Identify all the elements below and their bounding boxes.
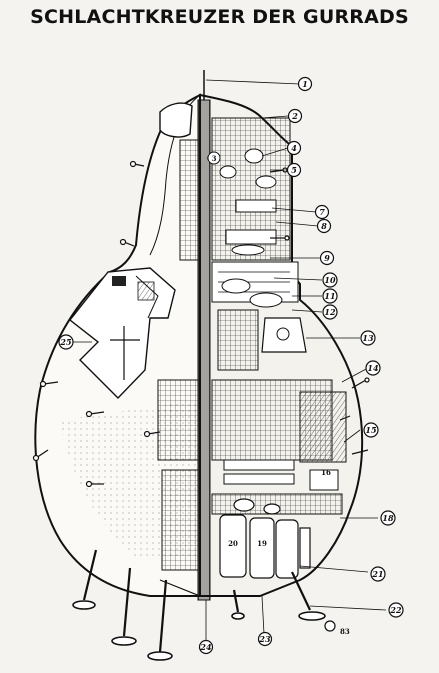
callout-label: 7 xyxy=(319,207,325,217)
callout-label: 23 xyxy=(258,634,271,644)
callout-label: 9 xyxy=(324,253,330,263)
callout-circle xyxy=(314,204,330,220)
callout-circle xyxy=(360,330,376,346)
callout-label: 13 xyxy=(362,333,374,343)
callout-circle xyxy=(370,566,386,582)
page-number: 83 xyxy=(340,627,350,636)
callout-label: 4 xyxy=(291,143,297,153)
callout-label: 12 xyxy=(324,307,336,317)
callout-label: 3 xyxy=(212,154,217,163)
callout-circle xyxy=(319,250,335,266)
callout-circle xyxy=(365,360,381,376)
callout-label: 22 xyxy=(389,605,402,615)
hull-band xyxy=(69,267,176,399)
callout-circle xyxy=(286,162,302,178)
callout-label: 20 xyxy=(228,539,238,548)
callout-label: 8 xyxy=(321,221,327,231)
callout-label: 1 xyxy=(302,79,308,89)
callout-label: 5 xyxy=(291,165,297,175)
interior-cutaway xyxy=(157,93,364,601)
callout-circle xyxy=(257,631,273,647)
callout-circle xyxy=(363,422,379,438)
callout-circle xyxy=(297,76,313,92)
callout-labels: 1 2 3 4 5 7 8 9 10 11 12 13 14 15 16 18 … xyxy=(59,79,402,652)
callout-circle xyxy=(380,510,396,526)
callout-label: 16 xyxy=(321,468,331,477)
callout-markers xyxy=(58,76,404,655)
diagram-title: SCHLACHTKREUZER DER GURRADS xyxy=(30,6,409,28)
landing-feet xyxy=(72,600,326,661)
hull-weapons xyxy=(32,160,370,488)
callout-circle xyxy=(198,639,214,655)
leader-lines xyxy=(70,79,387,642)
callout-label: 2 xyxy=(291,111,298,121)
callout-label: 25 xyxy=(59,337,72,347)
callout-label: 10 xyxy=(324,275,336,285)
callout-circle xyxy=(322,304,338,320)
callout-label: 24 xyxy=(199,642,212,652)
callout-label: 19 xyxy=(257,539,267,548)
callout-circle xyxy=(287,108,303,124)
callout-circle xyxy=(316,218,332,234)
callout-circle xyxy=(388,602,404,618)
callout-circle xyxy=(324,620,336,632)
callout-circle xyxy=(58,334,74,350)
callout-label: 21 xyxy=(371,569,383,579)
callout-circle xyxy=(322,288,338,304)
callout-label: 15 xyxy=(365,425,377,435)
callout-label: 18 xyxy=(382,513,394,523)
callout-label: 14 xyxy=(367,363,379,373)
callout-circle xyxy=(286,140,302,156)
callout-label: 11 xyxy=(324,291,335,301)
landing-legs xyxy=(82,549,311,653)
callout-circle xyxy=(322,272,338,288)
